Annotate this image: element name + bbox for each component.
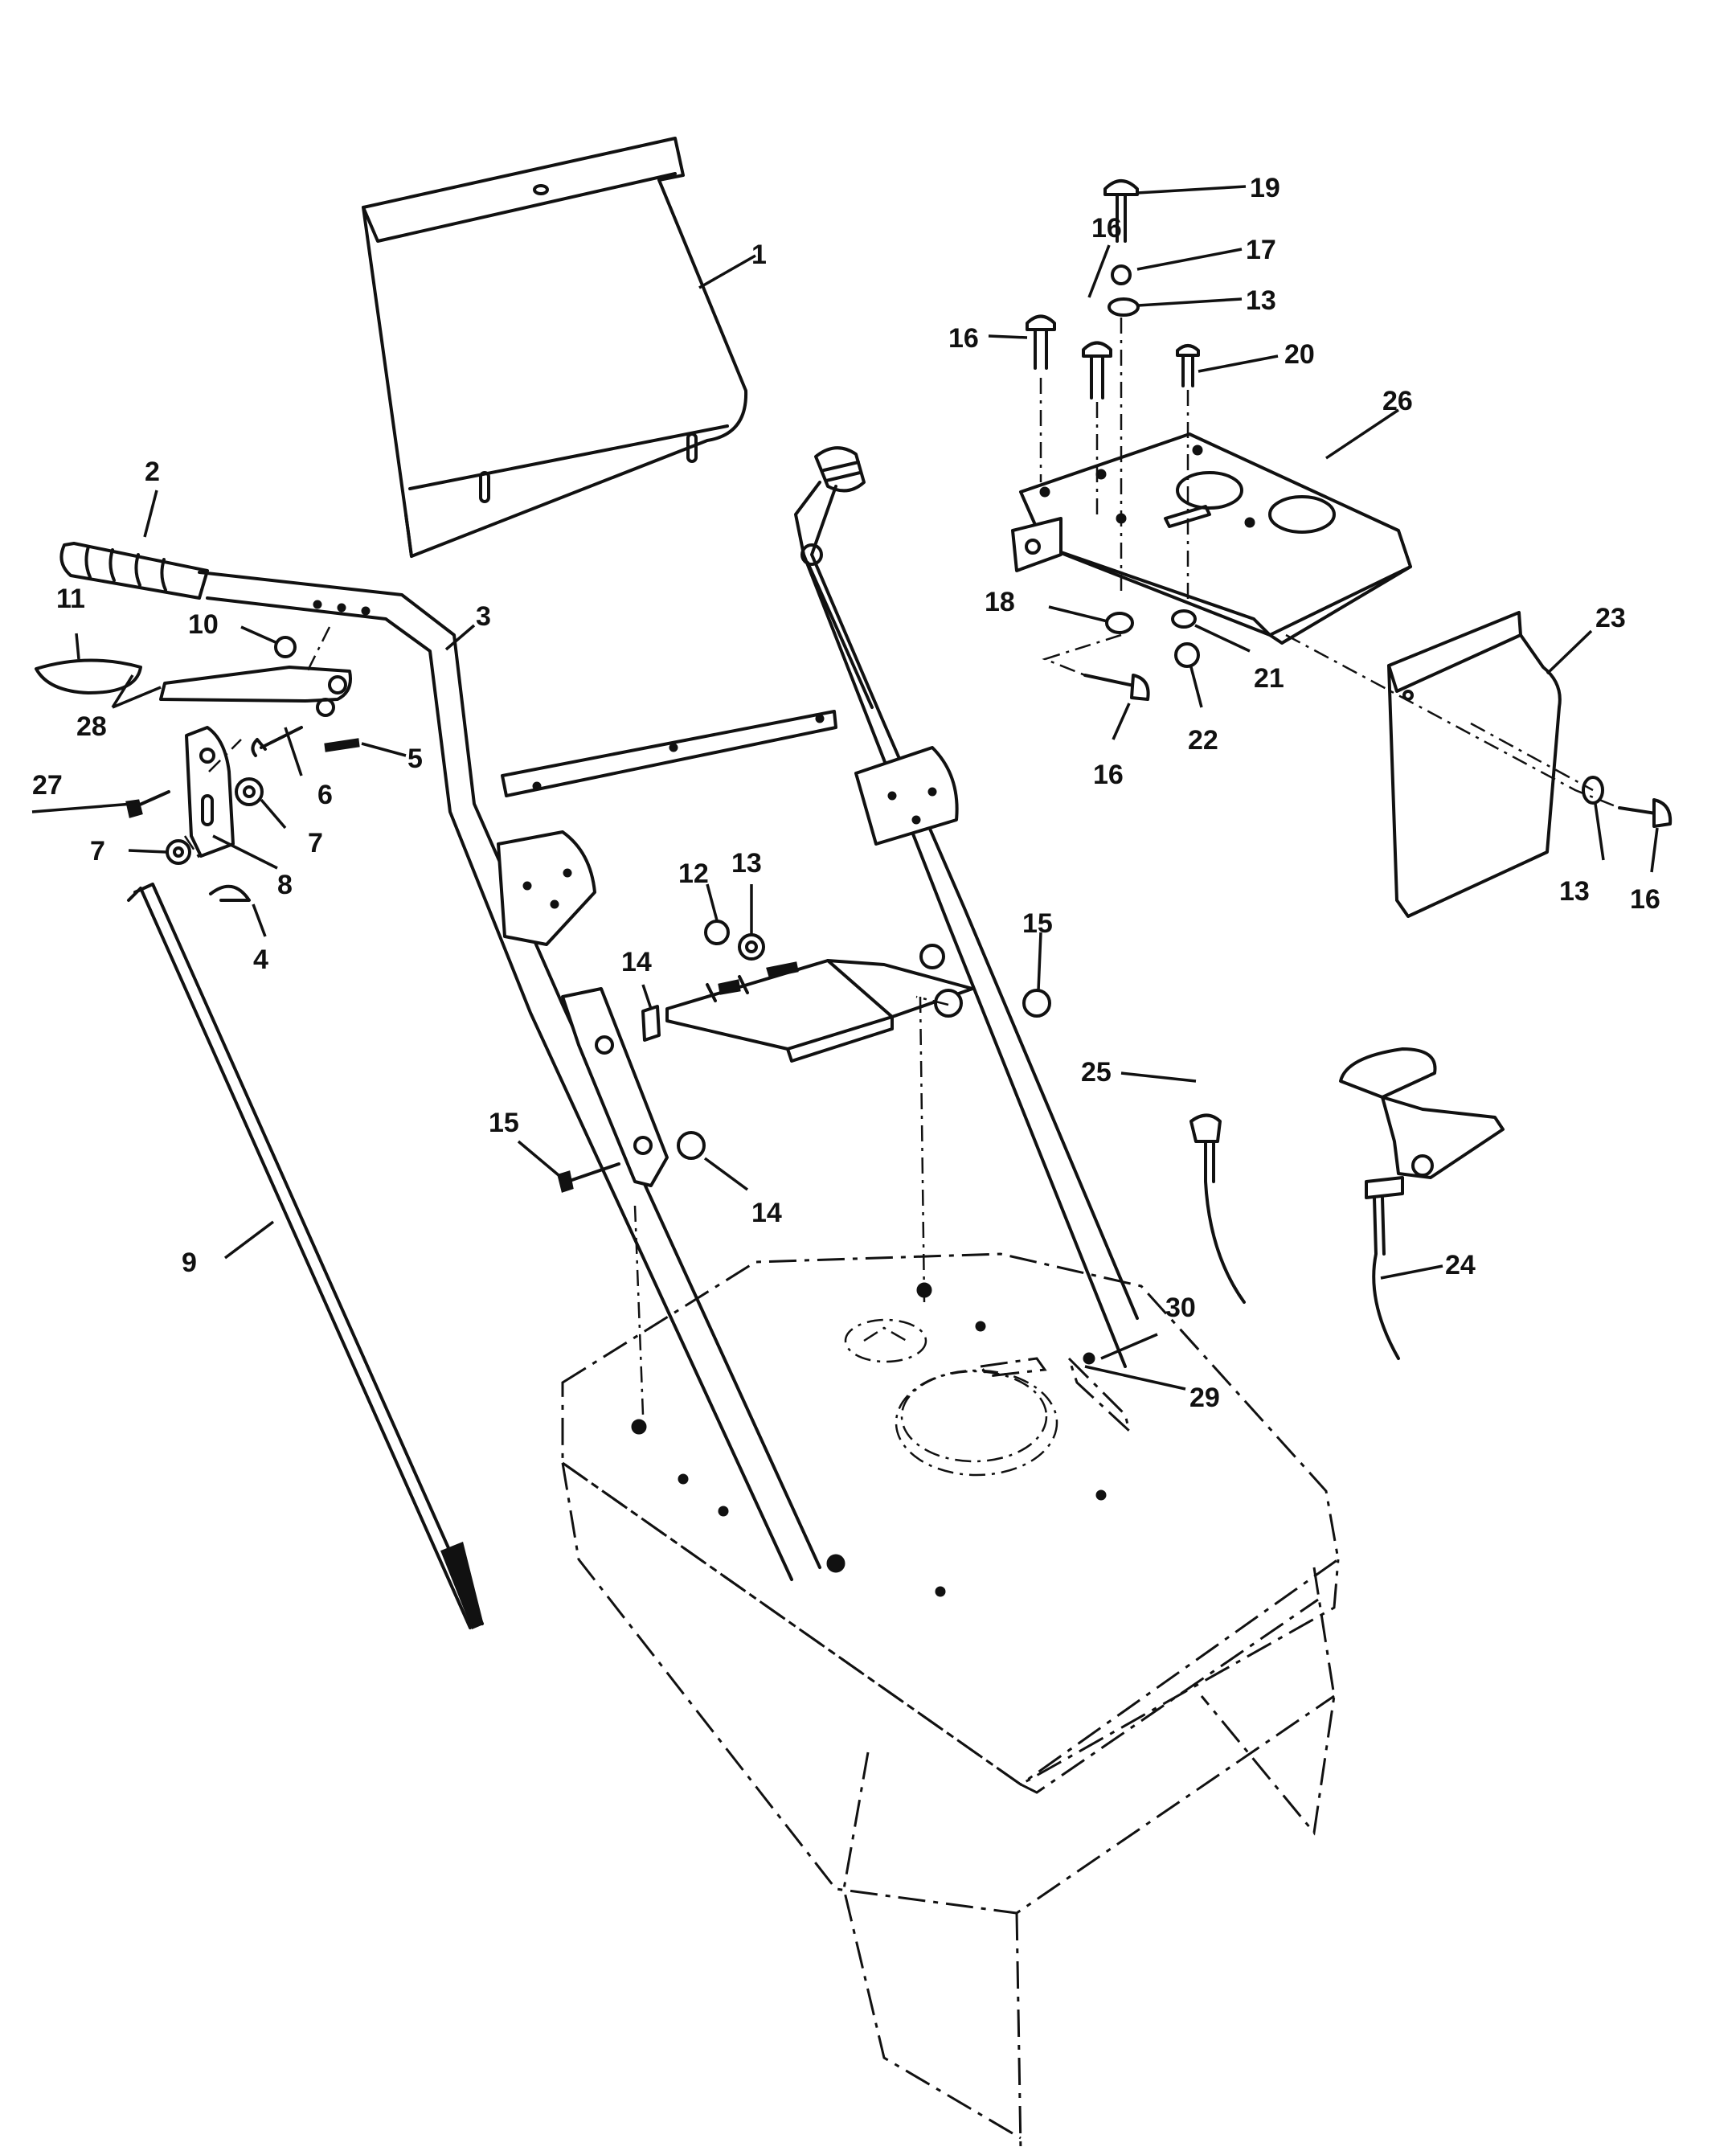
callout-23: 23 xyxy=(1595,603,1626,633)
callout-19: 19 xyxy=(1250,173,1280,203)
control-panel-bracket xyxy=(1011,432,1412,645)
callout-24: 24 xyxy=(1445,1250,1476,1280)
callout-30: 30 xyxy=(1165,1293,1196,1323)
callout-2: 2 xyxy=(145,457,160,487)
callout-20: 20 xyxy=(1284,339,1315,370)
callout-5: 5 xyxy=(407,744,423,774)
callout-26: 26 xyxy=(1382,386,1413,416)
callout-28: 28 xyxy=(76,711,107,742)
panel-fasteners xyxy=(1026,179,1673,828)
callout-15-left: 15 xyxy=(489,1108,519,1138)
callout-labels: 1 2 3 4 5 6 7 7 8 9 10 11 12 13 13 13 14… xyxy=(32,173,1660,1413)
callout-9: 9 xyxy=(182,1248,197,1278)
side-panel xyxy=(1387,611,1562,918)
throttle-choke-controls xyxy=(1189,1047,1505,1360)
control-rod xyxy=(127,883,484,1629)
center-control-plate xyxy=(665,959,974,1063)
right-handle-assembly xyxy=(794,446,1139,1368)
callout-14-lower: 14 xyxy=(751,1198,782,1228)
callout-13-upper: 13 xyxy=(1246,285,1276,316)
callout-13-center: 13 xyxy=(731,848,762,879)
callout-27: 27 xyxy=(32,770,63,801)
callout-8: 8 xyxy=(277,870,293,900)
callout-leaders xyxy=(31,185,1659,1391)
callout-6: 6 xyxy=(317,780,333,810)
callout-12: 12 xyxy=(678,858,709,889)
callout-29: 29 xyxy=(1189,1383,1220,1413)
callout-15-right: 15 xyxy=(1022,908,1053,939)
callout-16-top: 16 xyxy=(1091,213,1122,244)
callout-16-right: 16 xyxy=(1630,884,1660,915)
handle-cross-brace xyxy=(501,710,837,797)
callout-25: 25 xyxy=(1081,1057,1112,1088)
callout-17: 17 xyxy=(1246,235,1276,265)
upper-dash-panel xyxy=(362,137,748,558)
frame-phantom xyxy=(183,318,1620,2151)
callout-18: 18 xyxy=(985,587,1015,617)
callout-16-left: 16 xyxy=(948,323,979,354)
callout-14-upper: 14 xyxy=(621,947,652,977)
callout-3: 3 xyxy=(476,601,491,632)
callout-10: 10 xyxy=(188,609,219,640)
callout-7-left: 7 xyxy=(90,836,105,867)
callout-11: 11 xyxy=(56,584,85,614)
left-handle-assembly xyxy=(59,542,821,1581)
callout-7-right: 7 xyxy=(308,828,323,858)
callout-16-lower: 16 xyxy=(1093,760,1124,790)
linkage-hardware xyxy=(35,636,1051,1193)
callout-4: 4 xyxy=(253,944,268,975)
callout-1: 1 xyxy=(751,240,767,270)
callout-22: 22 xyxy=(1188,725,1218,756)
callout-21: 21 xyxy=(1254,663,1284,694)
callout-13-right: 13 xyxy=(1559,876,1590,907)
